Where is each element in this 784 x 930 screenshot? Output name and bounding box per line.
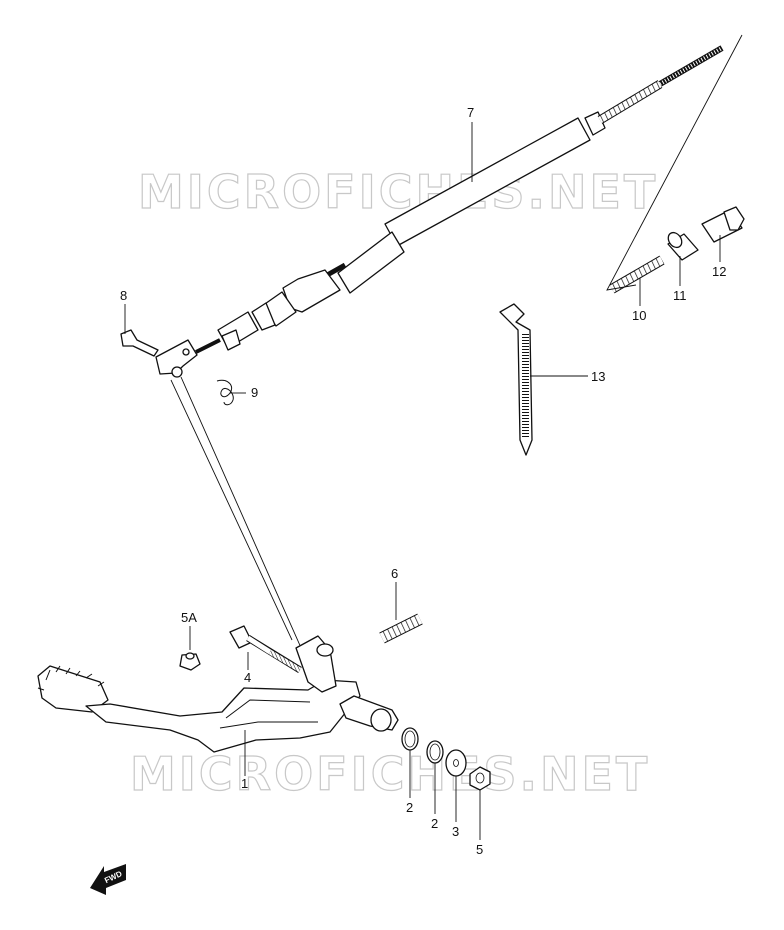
part-cable-tie: [499, 303, 533, 456]
fwd-direction-badge: FWD: [90, 864, 126, 895]
callout-3: 3: [452, 824, 459, 839]
callout-12: 12: [712, 264, 726, 279]
callout-6: 6: [391, 566, 398, 581]
callout-5: 5: [476, 842, 483, 857]
callout-9: 9: [251, 385, 258, 400]
watermark-bottom: MICROFICHES.NET: [130, 747, 650, 801]
callout-11: 11: [673, 288, 687, 303]
part-bolt: [229, 625, 302, 673]
callout-8: 8: [120, 288, 127, 303]
callout-7: 7: [467, 105, 474, 120]
callout-2a: 2: [406, 800, 413, 815]
callout-2b: 2: [431, 816, 438, 831]
leader-lines: [124, 122, 721, 840]
part-plain-washer: [445, 749, 467, 777]
part-nut-5: [469, 766, 491, 791]
part-nut-5a: [179, 652, 201, 671]
callout-labels: 1 2 2 3 4 5 5A 6 7 8 9 10 11 12 13: [120, 105, 726, 857]
part-brake-pedal: [37, 635, 399, 753]
watermark-top: MICROFICHES.NET: [138, 165, 658, 219]
part-adjuster-joint: [667, 231, 699, 261]
part-adjuster-pin: [701, 206, 745, 243]
part-washer-a: [401, 727, 419, 751]
part-washer-b: [426, 740, 444, 764]
callout-1: 1: [241, 776, 248, 791]
part-spring-clip: [216, 379, 234, 406]
callout-10: 10: [632, 308, 646, 323]
part-return-spring: [379, 613, 423, 644]
part-pin: [120, 329, 159, 357]
part-brake-cable: [155, 45, 724, 651]
callout-13: 13: [591, 369, 605, 384]
part-adjuster-spring: [609, 255, 665, 294]
callout-5a: 5A: [181, 610, 197, 625]
callout-4: 4: [244, 670, 251, 685]
cable-end-guide: [606, 34, 743, 291]
